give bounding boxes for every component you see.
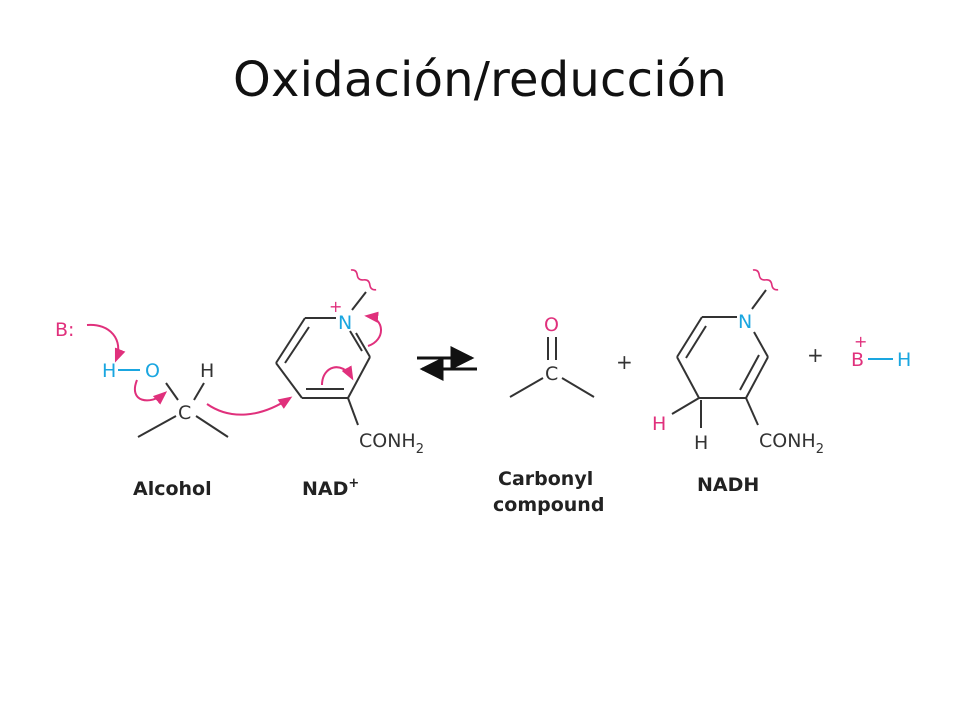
ring-bond	[355, 332, 371, 358]
base-label: B:	[55, 319, 74, 341]
protonated-base: + B H	[851, 332, 911, 371]
alcohol-label: Alcohol	[133, 478, 212, 500]
nadh-label: NADH	[697, 474, 759, 496]
nad-label: NAD+	[302, 476, 359, 500]
carbonyl-molecule: O C Carbonyl compound	[493, 314, 604, 516]
c-h-bond	[671, 397, 700, 415]
carbonyl-label-line2: compound	[493, 494, 604, 516]
carbon-label: C	[178, 402, 191, 424]
conh2-group: CONH2	[759, 430, 824, 457]
curved-arrow	[206, 396, 293, 416]
nitrogen-label: N	[338, 312, 352, 334]
ring-bond	[753, 331, 769, 358]
hydrogen-label: H	[694, 432, 708, 454]
page-title: Oxidación/reducción	[233, 52, 727, 108]
ring-double-bond	[349, 330, 363, 352]
c-r-bond	[509, 377, 544, 398]
hydrogen-label: H	[652, 413, 666, 435]
mechanism-arrows	[86, 311, 382, 416]
hydrogen-label: H	[102, 360, 116, 382]
o-c-bond	[165, 382, 179, 401]
alcohol-molecule: B: H O H C Alcohol	[55, 319, 229, 500]
charge-label: +	[854, 332, 867, 351]
conh2-group: CONH2	[359, 430, 424, 457]
wavy-bond	[350, 269, 377, 291]
nitrogen-label: N	[738, 311, 752, 333]
n-r-bond	[351, 291, 367, 311]
ring-bond	[745, 356, 769, 399]
wavy-bond	[752, 269, 779, 291]
curved-arrow	[86, 323, 126, 363]
ring-double-bond	[284, 326, 310, 364]
c-conh2-bond	[347, 397, 359, 426]
ring-bond	[676, 356, 700, 399]
ring-bond	[275, 317, 306, 364]
ring-bond	[676, 316, 703, 358]
curved-arrow	[364, 311, 382, 347]
h-c-bond	[193, 382, 205, 401]
carbon-label: C	[545, 363, 558, 385]
plus-sign: +	[807, 343, 824, 367]
c-conh2-bond	[745, 397, 759, 426]
ring-double-bond	[685, 325, 707, 359]
c-r-bond	[137, 415, 177, 438]
equilibrium-arrows	[417, 346, 477, 381]
ring-bond	[347, 356, 371, 399]
n-r-bond	[751, 289, 767, 310]
nad-molecule: N + CONH2 NAD+	[275, 269, 424, 500]
c-r-bond	[561, 377, 595, 398]
nadh-molecule: N H H CONH2 NADH	[652, 269, 824, 496]
curved-arrow	[134, 379, 168, 405]
oxygen-label: O	[145, 360, 160, 382]
ring-bond	[275, 362, 303, 399]
charge-label: +	[329, 297, 342, 316]
c-r-bond	[195, 415, 229, 438]
oxygen-label: O	[544, 314, 559, 336]
carbonyl-label-line1: Carbonyl	[498, 468, 593, 490]
base-label: B	[851, 349, 864, 371]
plus-sign: +	[616, 350, 633, 374]
hydrogen-label: H	[200, 360, 214, 382]
ring-double-bond	[739, 354, 760, 391]
hydrogen-label: H	[897, 349, 911, 371]
curved-arrow	[321, 365, 354, 386]
